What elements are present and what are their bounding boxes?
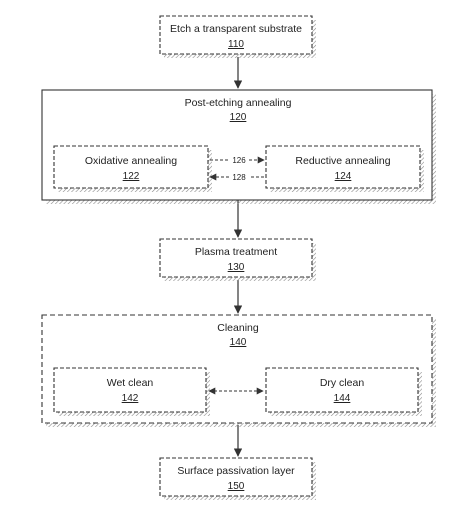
step-140-label: Cleaning [217, 322, 259, 334]
step-150-passivation: Surface passivation layer 150 [159, 457, 316, 500]
step-124-label: Reductive annealing [295, 155, 390, 167]
step-110-number: 110 [228, 39, 244, 50]
arrow-128: 128 [209, 173, 264, 182]
step-122-label: Oxidative annealing [85, 155, 177, 167]
step-150-label: Surface passivation layer [177, 465, 295, 477]
arrow-126-label: 126 [232, 156, 246, 165]
step-122-number: 122 [123, 171, 140, 182]
step-120-number: 120 [230, 112, 247, 123]
arrow-128-label: 128 [232, 173, 246, 182]
step-120-label: Post-etching annealing [185, 97, 292, 109]
step-144-number: 144 [334, 393, 351, 404]
step-142-number: 142 [122, 393, 139, 404]
step-142-wet-clean: Wet clean 142 [53, 367, 210, 416]
step-122-oxidative: Oxidative annealing 122 [53, 145, 212, 192]
step-150-number: 150 [228, 481, 245, 492]
step-110-label: Etch a transparent substrate [170, 23, 302, 35]
step-144-dry-clean: Dry clean 144 [265, 367, 422, 416]
step-124-number: 124 [335, 171, 352, 182]
step-130-number: 130 [228, 262, 245, 273]
step-130-plasma: Plasma treatment 130 [159, 238, 316, 281]
step-110-etch: Etch a transparent substrate 110 [159, 15, 316, 58]
step-140-number: 140 [230, 337, 247, 348]
step-130-label: Plasma treatment [195, 246, 277, 258]
step-144-label: Dry clean [320, 377, 365, 389]
step-142-label: Wet clean [107, 377, 154, 389]
arrow-126: 126 [210, 156, 265, 165]
step-124-reductive: Reductive annealing 124 [265, 145, 424, 192]
